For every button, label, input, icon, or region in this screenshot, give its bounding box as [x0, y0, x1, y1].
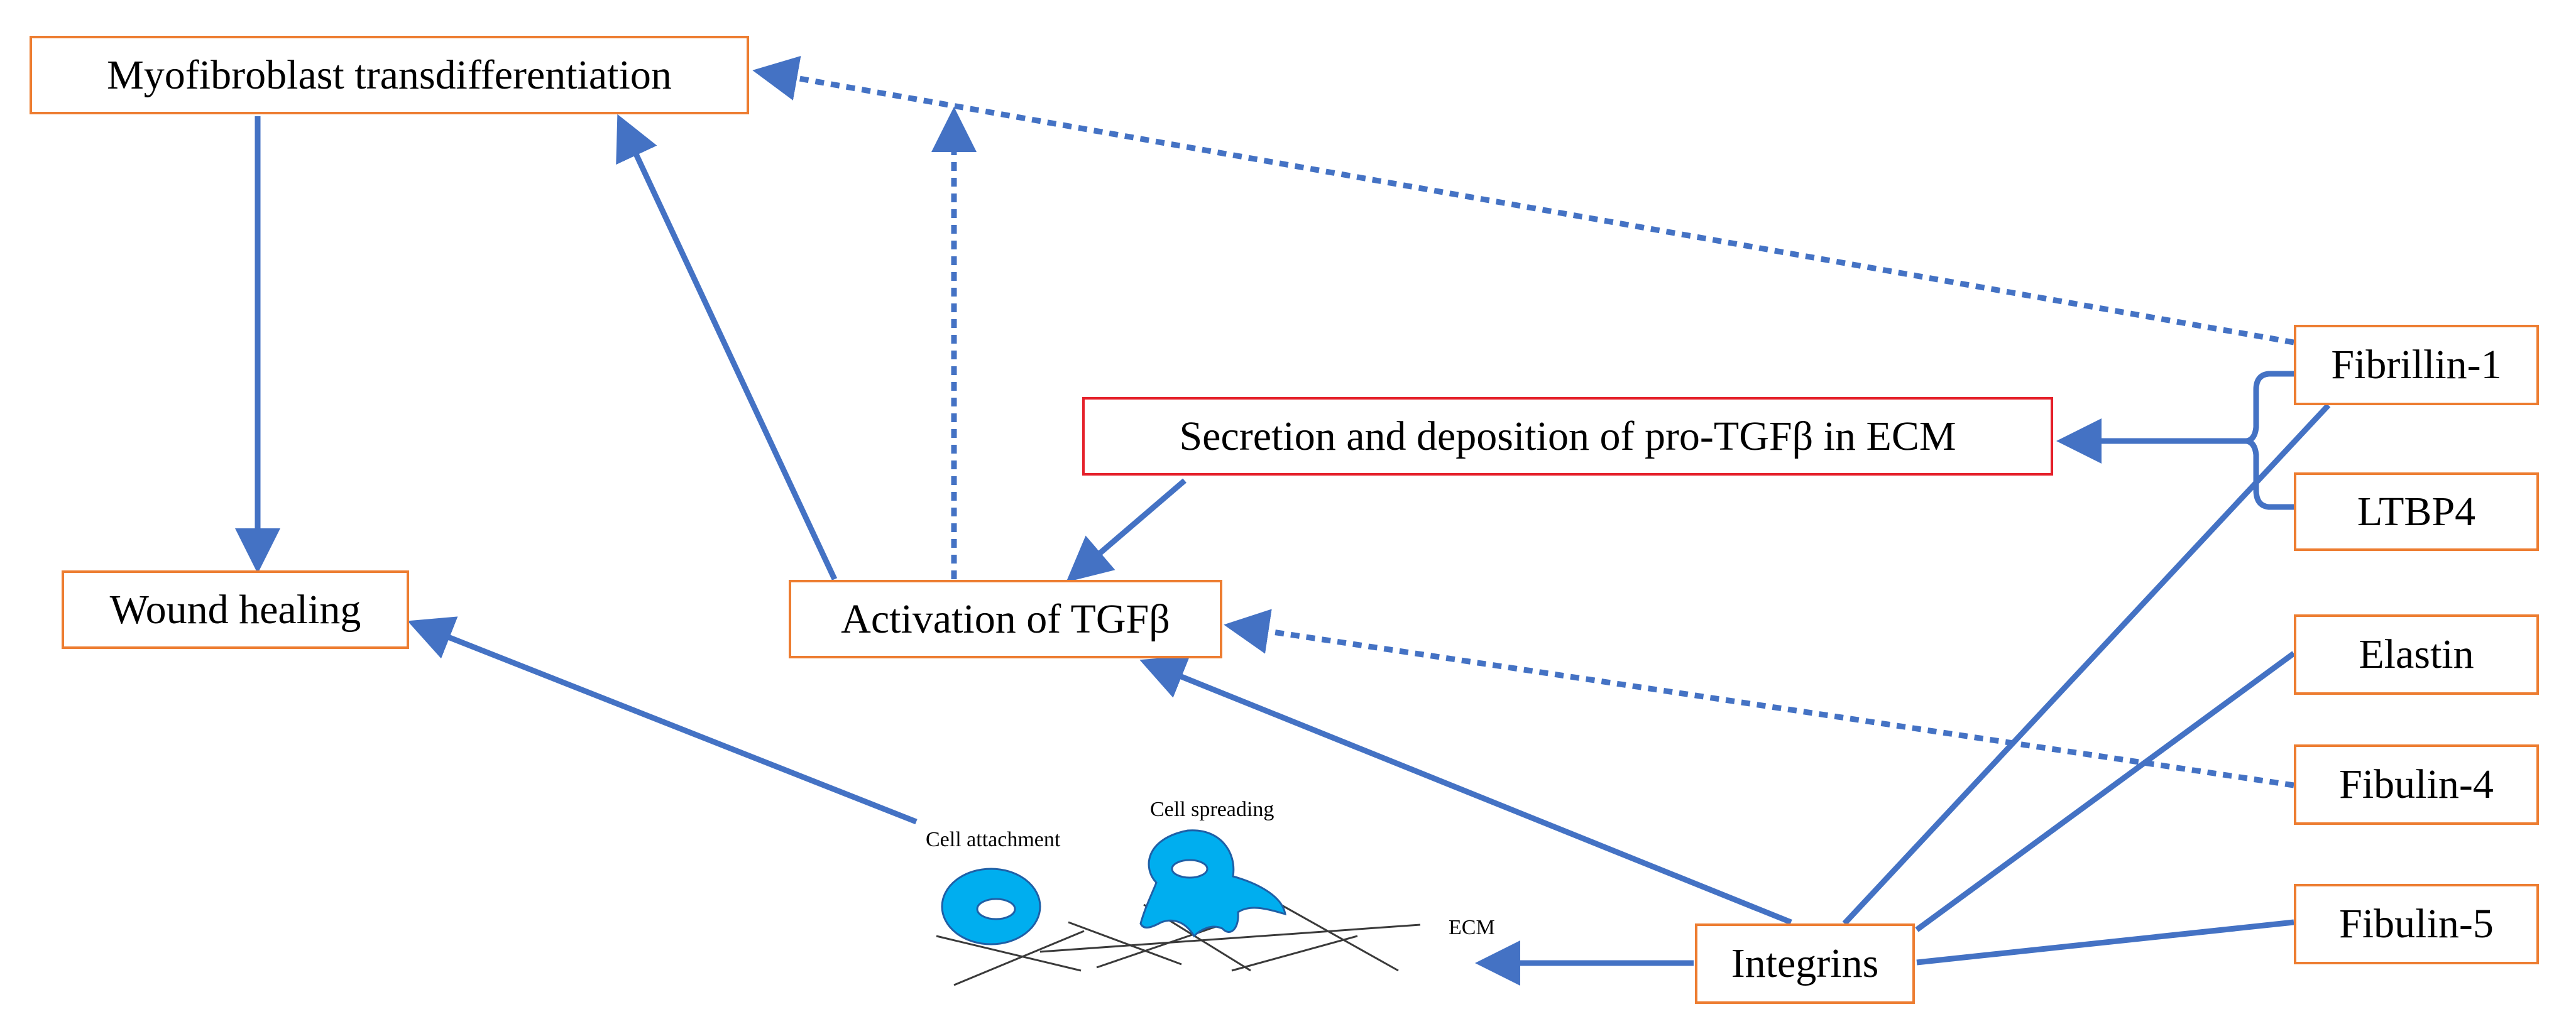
node-activation-of-tgfb: Activation of TGFβ — [789, 580, 1222, 658]
edge-fibrillin1-to-myofibroblast-dotted — [752, 55, 2294, 346]
node-fibulin-5: Fibulin-5 — [2294, 884, 2539, 964]
edge-cell-attachment-to-wound-healing — [407, 616, 918, 825]
edge-fibulin4-to-activation-dotted — [1224, 609, 2294, 788]
node-fibulin-4: Fibulin-4 — [2294, 744, 2539, 825]
edge-integrins-to-activation — [1139, 655, 1792, 925]
label-cell-spreading: Cell spreading — [1150, 798, 1274, 821]
node-elastin: Elastin — [2294, 614, 2539, 695]
edges — [235, 55, 2331, 986]
ecm-fibers — [936, 897, 1421, 986]
edge-activation-to-myofibroblast — [616, 114, 838, 580]
node-integrins: Integrins — [1695, 923, 1915, 1004]
node-wound-healing: Wound healing — [62, 570, 409, 649]
cell-attachment-cell — [941, 868, 1041, 945]
edge-secretion-to-activation — [1066, 478, 1187, 582]
fibrillin-ltbp4-brace — [2245, 371, 2294, 510]
edge-integrins-to-fibulin5 — [1916, 919, 2294, 966]
cell-spreading-cell — [1139, 829, 1286, 938]
edge-integrins-to-fibrillin1 — [1842, 403, 2331, 926]
label-cell-attachment: Cell attachment — [926, 828, 1061, 851]
node-ltbp4: LTBP4 — [2294, 472, 2539, 551]
node-fibrillin-1: Fibrillin-1 — [2294, 325, 2539, 405]
label-ecm: ECM — [1449, 916, 1495, 939]
edge-integrins-to-elastin — [1915, 651, 2296, 932]
node-secretion-pro-tgfb: Secretion and deposition of pro-TGFβ in … — [1082, 397, 2053, 476]
cell-ecm-illustration — [936, 829, 1421, 986]
node-myofibroblast-transdifferentiation: Myofibroblast transdifferentiation — [30, 36, 749, 114]
